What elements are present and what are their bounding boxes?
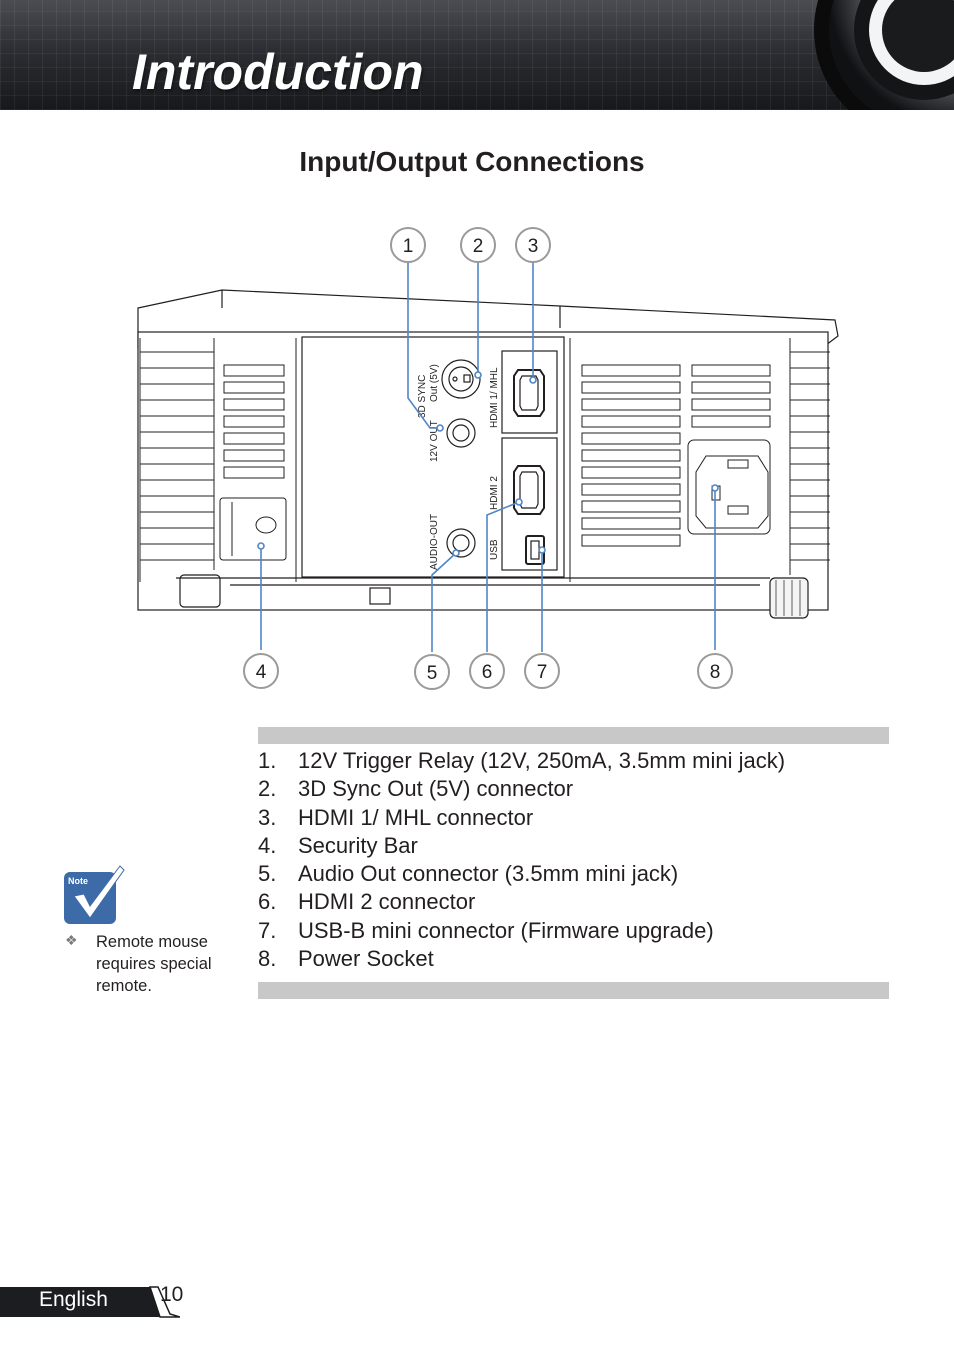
list-item: 7.USB-B mini connector (Firmware upgrade… — [258, 917, 714, 943]
section-title: Input/Output Connections — [299, 146, 645, 177]
svg-text:5: 5 — [427, 663, 438, 684]
label-usb: USB — [489, 539, 500, 560]
label-hdmi2: HDMI 2 — [489, 476, 500, 510]
note-text: Remote mouse requires special remote. — [96, 933, 212, 995]
svg-text:1: 1 — [403, 236, 414, 257]
list-item: 6.HDMI 2 connector — [258, 889, 476, 915]
connection-list: 1.12V Trigger Relay (12V, 250mA, 3.5mm m… — [258, 747, 785, 973]
table-top-bar — [258, 727, 889, 744]
callout-7: 7 — [524, 653, 560, 689]
page-number: 10 — [160, 1283, 184, 1306]
diamond-bullet-icon: ❖ — [65, 932, 78, 948]
label-3d-sync: 3D SYNC — [417, 375, 428, 418]
list-item: 1.12V Trigger Relay (12V, 250mA, 3.5mm m… — [258, 748, 786, 773]
svg-text:3: 3 — [528, 236, 539, 257]
svg-text:7: 7 — [537, 662, 548, 683]
footer-language: English — [39, 1288, 108, 1311]
callout-1: 1 — [390, 227, 426, 263]
list-item: 5.Audio Out connector (3.5mm mini jack) — [258, 861, 679, 887]
projector-lens-icon — [814, 0, 954, 110]
svg-text:2: 2 — [473, 236, 484, 257]
svg-text:Note: Note — [68, 876, 88, 886]
label-audio-out: AUDIO-OUT — [429, 514, 440, 570]
label-3d-sync-sub: Out (5V) — [429, 364, 440, 402]
callout-4: 4 — [243, 653, 279, 689]
callout-3: 3 — [515, 227, 551, 263]
list-item: 3.HDMI 1/ MHL connector — [258, 804, 534, 830]
rear-panel-diagram: 3D SYNC Out (5V) 12V OUT HDMI 1/ MHL HDM… — [137, 227, 839, 690]
header-banner: Introduction — [0, 0, 954, 110]
page-title: Introduction — [132, 44, 424, 100]
callout-6: 6 — [469, 653, 505, 689]
label-12v-out: 12V OUT — [429, 420, 440, 462]
callout-2: 2 — [460, 227, 496, 263]
svg-text:8: 8 — [710, 662, 721, 683]
list-item: 4.Security Bar — [258, 832, 418, 858]
header-texture — [0, 0, 954, 110]
note-icon: Note — [64, 865, 125, 924]
label-hdmi1: HDMI 1/ MHL — [489, 367, 500, 428]
footer-tab — [0, 1286, 180, 1318]
list-item: 8.Power Socket — [258, 946, 434, 972]
svg-text:4: 4 — [256, 662, 267, 683]
table-bottom-bar — [258, 982, 889, 999]
list-item: 2.3D Sync Out (5V) connector — [258, 776, 574, 802]
callout-5: 5 — [414, 654, 450, 690]
svg-text:6: 6 — [482, 662, 493, 683]
callout-8: 8 — [697, 653, 733, 689]
